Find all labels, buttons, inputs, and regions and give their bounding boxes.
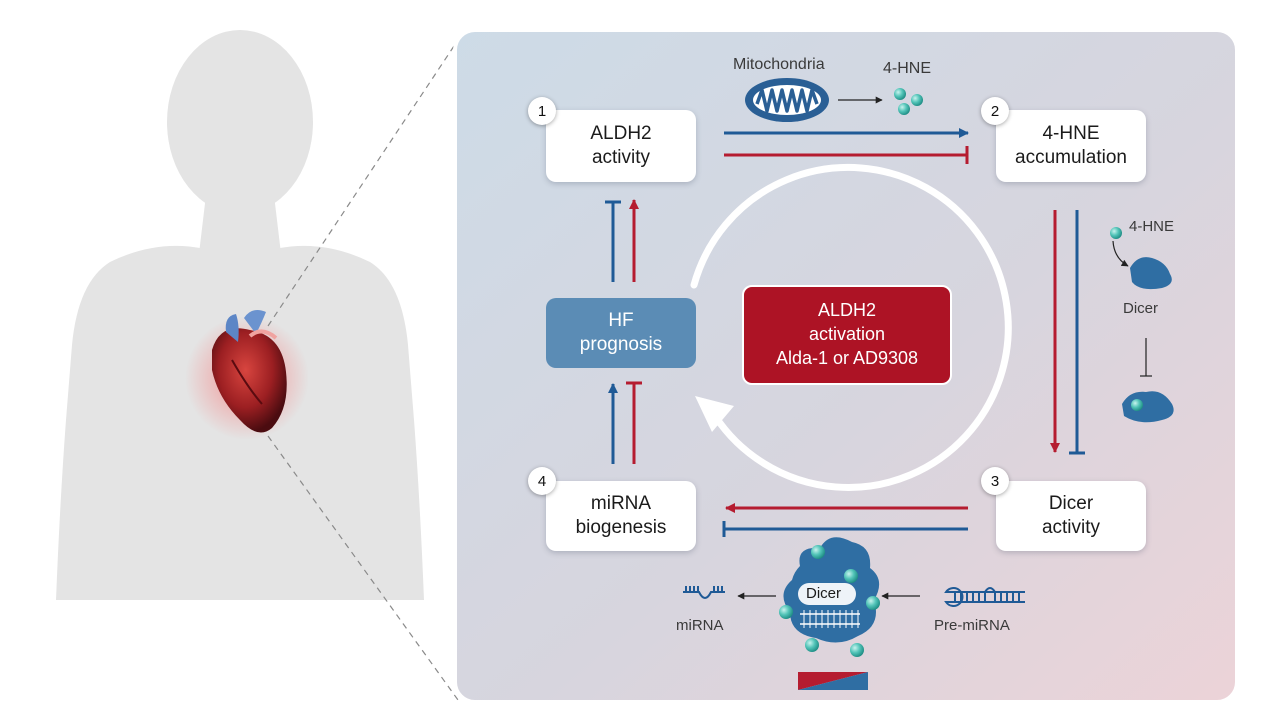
label-hne-side: 4-HNE <box>1129 218 1175 235</box>
badge-4: 4 <box>528 467 556 495</box>
label-mirna: miRNA <box>676 617 724 634</box>
label-dicer-bottom: Dicer <box>806 585 842 602</box>
human-silhouette <box>56 30 424 600</box>
label-hne-top: 4-HNE <box>883 60 932 77</box>
node-mirna-line2: biogenesis <box>575 517 667 538</box>
label-mitochondria: Mitochondria <box>733 56 825 73</box>
node-dicer-line2: activity <box>1041 517 1101 538</box>
node-mirna-biogenesis: miRNA biogenesis <box>546 481 696 551</box>
cycle-arrow-icon <box>690 163 1012 491</box>
mirna-icon <box>683 586 725 599</box>
cycle-arrowhead <box>695 396 734 432</box>
node-aldh2-activity: ALDH2 activity <box>546 110 696 182</box>
node-hf-line1: HF <box>608 309 634 331</box>
logo-icon <box>798 672 868 690</box>
hne-bound-bead-icon <box>1131 399 1143 411</box>
pre-mirna-hairpin-icon <box>944 587 1025 607</box>
node-aldh2-line2: activity <box>591 147 651 168</box>
node-hne-line2: accumulation <box>1015 147 1127 168</box>
dicer-small-icon <box>1130 257 1172 290</box>
hne-molecule-icon <box>894 88 923 115</box>
mitochondria-icon <box>745 78 829 122</box>
center-line2: activation <box>808 324 886 345</box>
badge-2: 2 <box>981 97 1009 125</box>
heart-icon <box>185 310 309 440</box>
node-aldh2-activation: ALDH2 activation Alda-1 or AD9308 <box>742 285 952 385</box>
label-dicer-side: Dicer <box>1123 300 1159 317</box>
dicer-bottom-label-pill <box>798 583 856 605</box>
node-aldh2-line1: ALDH2 <box>590 122 652 144</box>
node-hne-accumulation: 4-HNE accumulation <box>996 110 1146 182</box>
hne-binding-arrow <box>1112 240 1129 267</box>
dicer-modified-icon <box>1122 391 1174 423</box>
badge-3: 3 <box>981 467 1009 495</box>
node-dicer-line1: Dicer <box>1048 492 1094 514</box>
hne-bead-icon <box>1110 227 1122 239</box>
label-pre-mirna: Pre-miRNA <box>934 617 1010 634</box>
node-mirna-line1: miRNA <box>590 492 652 514</box>
badge-1: 1 <box>528 97 556 125</box>
node-hne-line1: 4-HNE <box>1042 122 1100 144</box>
node-hf-prognosis: HF prognosis <box>546 298 696 368</box>
node-hf-line2: prognosis <box>579 334 663 355</box>
zoom-line-top <box>267 39 459 327</box>
center-line1: ALDH2 <box>817 300 877 321</box>
node-dicer-activity: Dicer activity <box>996 481 1146 551</box>
center-line3: Alda-1 or AD9308 <box>775 347 919 368</box>
